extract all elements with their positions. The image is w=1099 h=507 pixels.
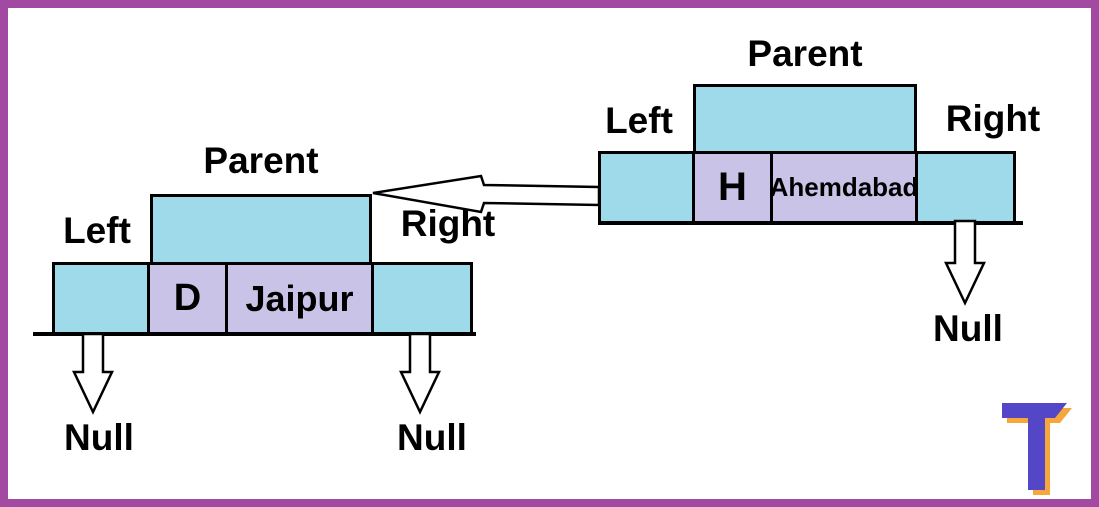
node-d-left-label: Left (63, 210, 131, 251)
node-d-left-null-label: Null (64, 417, 134, 458)
logo-letter-t (1002, 403, 1072, 495)
node-h-key-cell: H (692, 151, 773, 224)
node-d-right-pointer-cell (371, 262, 473, 335)
node-d-parent-pointer-box (150, 194, 372, 265)
node-d-left-pointer-cell (52, 262, 150, 335)
node-d-left-null-arrow (72, 332, 114, 415)
node-d-key-cell: D (147, 262, 228, 335)
node-h-value-cell: Ahemdabad (770, 151, 918, 224)
node-d-right-null-arrow (399, 332, 441, 415)
node-h-parent-pointer-box (693, 84, 917, 154)
node-d-baseline (33, 332, 476, 336)
logo-front-shape (1002, 403, 1067, 490)
node-h-left-label: Left (605, 100, 673, 141)
node-d-parent-label: Parent (203, 140, 319, 181)
node-d-right-label: Right (400, 203, 496, 244)
node-h-right-pointer-cell (915, 151, 1016, 224)
node-h-right-null-label: Null (933, 308, 1003, 349)
node-h-left-pointer-cell (598, 151, 695, 224)
node-h-baseline (598, 221, 1023, 225)
node-d-value-cell: Jaipur (225, 262, 374, 335)
node-d-right-null-label: Null (397, 417, 467, 458)
node-h-right-label: Right (945, 98, 1041, 139)
node-h-record: H Ahemdabad (598, 151, 1016, 224)
node-h-parent-label: Parent (747, 33, 863, 74)
node-d-record: D Jaipur (52, 262, 473, 335)
node-h-right-null-arrow (944, 219, 986, 306)
